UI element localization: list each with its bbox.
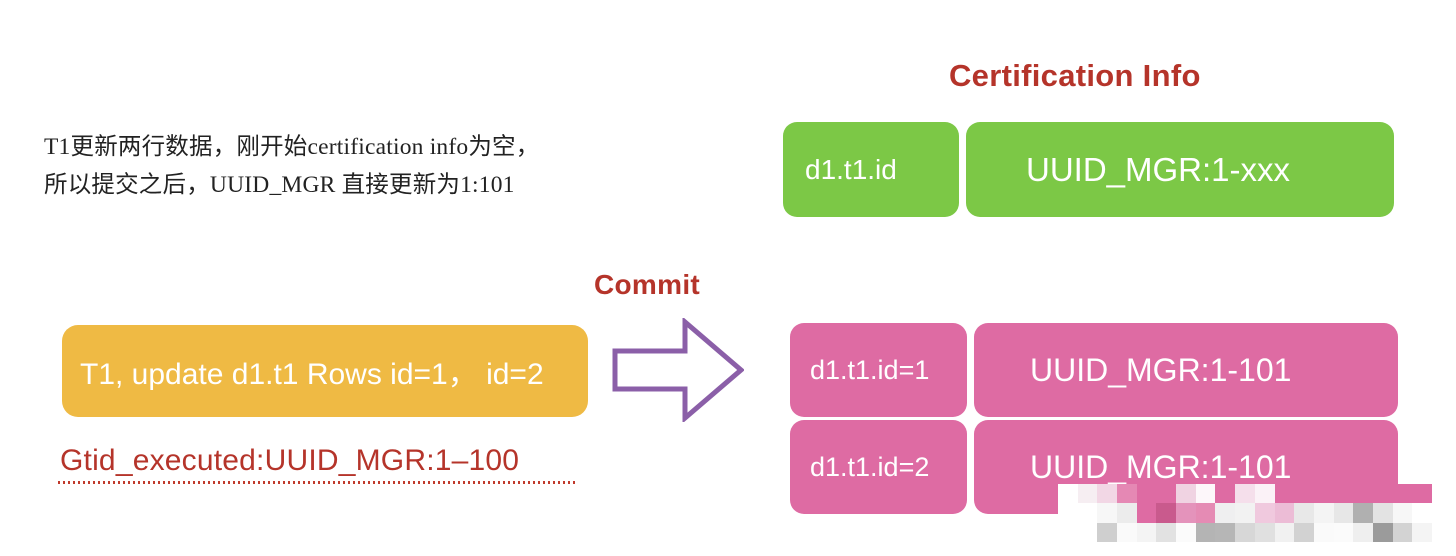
mosaic-block bbox=[1294, 503, 1314, 523]
certification-info-title: Certification Info bbox=[949, 58, 1201, 93]
mosaic-block bbox=[1176, 522, 1196, 542]
mosaic-block bbox=[1333, 503, 1354, 523]
mosaic-block bbox=[1176, 484, 1196, 504]
mosaic-block bbox=[1294, 522, 1314, 542]
mosaic-block bbox=[1392, 503, 1413, 523]
mosaic-block bbox=[1274, 503, 1295, 523]
mosaic-block bbox=[1097, 484, 1118, 504]
mosaic-block bbox=[1215, 484, 1236, 504]
mosaic-block bbox=[1058, 503, 1078, 523]
mosaic-block bbox=[1333, 522, 1354, 542]
cert-before-value: UUID_MGR:1-xxx bbox=[966, 122, 1394, 217]
mosaic-block bbox=[1353, 503, 1373, 523]
mosaic-block bbox=[1412, 522, 1432, 542]
mosaic-block bbox=[1077, 522, 1098, 542]
mosaic-block bbox=[1195, 522, 1216, 542]
mosaic-block bbox=[1136, 503, 1157, 523]
transaction-box: T1, update d1.t1 Rows id=1， id=2 bbox=[62, 325, 588, 417]
mosaic-block bbox=[1254, 503, 1275, 523]
mosaic-block bbox=[1235, 503, 1255, 523]
mosaic-block bbox=[1372, 522, 1393, 542]
mosaic-block bbox=[1195, 484, 1216, 504]
right-block-arrow-icon bbox=[612, 318, 744, 422]
mosaic-block bbox=[1313, 522, 1334, 542]
mosaic-block bbox=[1235, 522, 1255, 542]
mosaic-block bbox=[1353, 484, 1373, 504]
mosaic-block bbox=[1372, 484, 1393, 504]
mosaic-block bbox=[1136, 522, 1157, 542]
cert-after-key-row-1: d1.t1.id=1 bbox=[790, 323, 967, 417]
mosaic-block bbox=[1274, 522, 1295, 542]
mosaic-block bbox=[1136, 484, 1157, 504]
mosaic-block bbox=[1117, 484, 1137, 504]
mosaic-block bbox=[1156, 522, 1177, 542]
mosaic-block bbox=[1392, 522, 1413, 542]
mosaic-block bbox=[1156, 503, 1177, 523]
mosaic-block bbox=[1294, 484, 1314, 504]
mosaic-block bbox=[1117, 503, 1137, 523]
mosaic-block bbox=[1372, 503, 1393, 523]
mosaic-block bbox=[1313, 484, 1334, 504]
cert-before-key: d1.t1.id bbox=[783, 122, 959, 217]
mosaic-block bbox=[1117, 522, 1137, 542]
mosaic-block bbox=[1412, 484, 1432, 504]
mosaic-block bbox=[1235, 484, 1255, 504]
commit-label: Commit bbox=[594, 269, 701, 300]
mosaic-block bbox=[1077, 503, 1098, 523]
mosaic-block bbox=[1058, 484, 1078, 504]
explanatory-note: T1更新两行数据，刚开始certification info为空， 所以提交之后… bbox=[44, 134, 540, 198]
mosaic-block bbox=[1392, 484, 1413, 504]
cert-after-value-row-1: UUID_MGR:1-101 bbox=[974, 323, 1398, 417]
mosaic-block bbox=[1215, 522, 1236, 542]
mosaic-block bbox=[1176, 503, 1196, 523]
mosaic-censor-overlay bbox=[1058, 484, 1432, 542]
mosaic-block bbox=[1353, 522, 1373, 542]
mosaic-block bbox=[1254, 484, 1275, 504]
gtid-executed-label: Gtid_executed:UUID_MGR:1–100 bbox=[60, 444, 520, 477]
mosaic-block bbox=[1412, 503, 1432, 523]
mosaic-block bbox=[1313, 503, 1334, 523]
mosaic-block bbox=[1058, 522, 1078, 542]
mosaic-block bbox=[1195, 503, 1216, 523]
mosaic-block bbox=[1156, 484, 1177, 504]
cert-after-key-row-2: d1.t1.id=2 bbox=[790, 420, 967, 514]
mosaic-block bbox=[1333, 484, 1354, 504]
mosaic-block bbox=[1254, 522, 1275, 542]
mosaic-block bbox=[1097, 522, 1118, 542]
mosaic-block bbox=[1077, 484, 1098, 504]
mosaic-block bbox=[1215, 503, 1236, 523]
gtid-spellcheck-underline bbox=[58, 481, 578, 484]
mosaic-block bbox=[1097, 503, 1118, 523]
mosaic-block bbox=[1274, 484, 1295, 504]
